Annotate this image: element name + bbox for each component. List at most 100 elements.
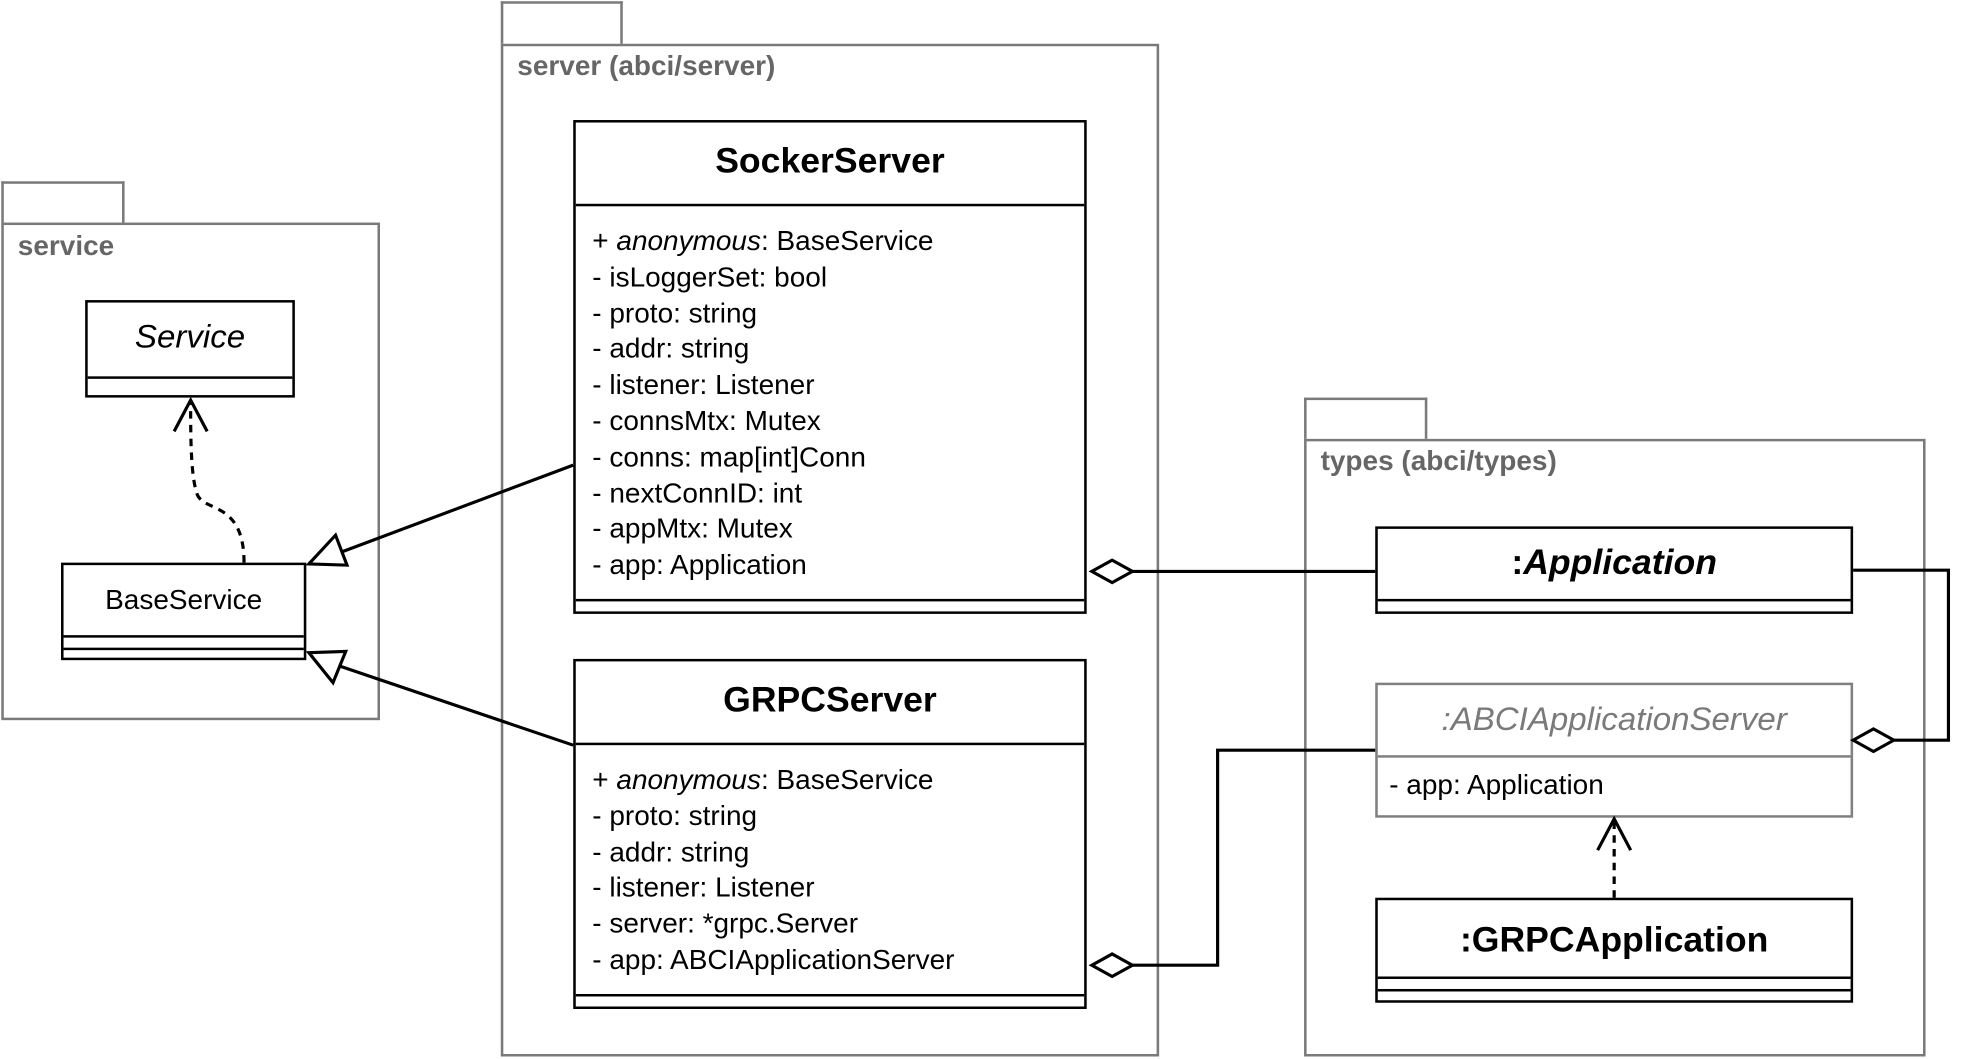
attribute-row: - appMtx: Mutex <box>592 512 933 548</box>
attribute-visibility: - <box>592 943 610 976</box>
attribute-row: + anonymous: BaseService <box>592 224 933 260</box>
class-separator <box>575 993 1085 997</box>
attribute-visibility: - <box>592 333 610 365</box>
class-name-abci-application-server: :ABCIApplicationServer <box>1441 700 1787 738</box>
attribute-list-socker-server: + anonymous: BaseService- isLoggerSet: b… <box>592 224 933 584</box>
class-name-grpc-server: GRPCServer <box>723 680 937 719</box>
attribute-visibility: + <box>592 225 617 257</box>
aggregation-line-grpcserver-abciapplicationserver <box>1132 748 1376 967</box>
attribute-name: conns <box>609 441 685 473</box>
attribute-type: : int <box>757 477 803 509</box>
attribute-type: : string <box>673 297 758 329</box>
attribute-row: - app: Application <box>592 548 933 584</box>
attribute-type: : bool <box>758 261 828 293</box>
attribute-name: listener <box>609 871 700 904</box>
attribute-type: : map[int]Conn <box>684 441 866 473</box>
class-socker-server[interactable]: SockerServer + anonymous: BaseService- i… <box>573 120 1087 614</box>
attribute-name: server <box>609 907 688 940</box>
attribute-list-abci-application-server: - app: Application <box>1389 768 1604 804</box>
attribute-visibility: - <box>592 441 610 473</box>
attribute-name: anonymous <box>616 225 761 257</box>
attribute-visibility: - <box>592 513 610 545</box>
aggregation-line-abciapplicationserver-application <box>1853 568 1951 742</box>
attribute-visibility: + <box>592 763 617 796</box>
attribute-row: - proto: string <box>592 296 933 332</box>
class-name-application: :Application <box>1378 543 1851 583</box>
class-separator <box>1377 755 1851 758</box>
attribute-row: + anonymous: BaseService <box>592 763 954 799</box>
hollow-triangle-icon <box>305 649 349 686</box>
attribute-visibility: - <box>592 835 610 868</box>
class-separator <box>575 598 1085 602</box>
class-name-service: Service <box>134 317 246 356</box>
attribute-visibility: - <box>1389 768 1407 801</box>
class-name-application-prefix: : <box>1511 542 1524 582</box>
attribute-type: : *grpc.Server <box>687 907 859 940</box>
class-grpc-server[interactable]: GRPCServer + anonymous: BaseService- pro… <box>573 658 1087 1009</box>
class-separator <box>1377 976 1851 979</box>
attribute-row: - conns: map[int]Conn <box>592 440 933 476</box>
attribute-type: : Application <box>656 549 807 581</box>
attribute-name: proto <box>609 799 674 832</box>
attribute-name: connsMtx <box>609 405 730 437</box>
class-separator <box>575 203 1085 207</box>
attribute-type: : string <box>665 333 750 365</box>
open-arrowhead-icon <box>1596 815 1633 851</box>
attribute-type: : string <box>673 799 758 832</box>
attribute-name: nextConnID <box>609 477 758 509</box>
attribute-row: - server: *grpc.Server <box>592 907 954 943</box>
attribute-name: listener <box>609 369 700 401</box>
class-grpc-application[interactable]: :GRPCApplication <box>1375 897 1854 1003</box>
class-application[interactable]: :Application <box>1375 526 1854 614</box>
class-name-base-service: BaseService <box>105 583 263 616</box>
class-name-grpc-application: :GRPCApplication <box>1459 920 1769 959</box>
hollow-diamond-icon <box>1849 727 1898 754</box>
package-tab-server <box>500 1 623 46</box>
attribute-visibility: - <box>592 369 610 401</box>
package-tab-service <box>1 181 125 224</box>
attribute-row: - connsMtx: Mutex <box>592 404 933 440</box>
attribute-row: - listener: Listener <box>592 368 933 404</box>
attribute-type: : Mutex <box>729 405 821 437</box>
class-separator <box>63 635 304 638</box>
attribute-row: - app: Application <box>1389 768 1604 804</box>
class-abci-application-server[interactable]: :ABCIApplicationServer - app: Applicatio… <box>1375 682 1854 818</box>
attribute-row: - proto: string <box>592 799 954 835</box>
hollow-diamond-icon <box>1088 952 1136 979</box>
attribute-visibility: - <box>592 297 610 329</box>
attribute-row: - addr: string <box>592 835 954 871</box>
hollow-diamond-icon <box>1088 558 1136 585</box>
class-service[interactable]: Service <box>85 300 295 398</box>
attribute-name: proto <box>609 297 674 329</box>
attribute-visibility: - <box>592 907 610 940</box>
realization-line-baseservice-service <box>189 402 246 563</box>
attribute-visibility: - <box>592 549 610 581</box>
attribute-row: - nextConnID: int <box>592 476 933 512</box>
attribute-type: : ABCIApplicationServer <box>656 943 955 976</box>
generalization-line-grpcserver-baseservice <box>340 664 574 747</box>
package-label-server: server (abci/server) <box>517 50 776 82</box>
class-separator <box>575 742 1085 746</box>
attribute-name: app <box>1406 768 1453 801</box>
attribute-visibility: - <box>592 799 610 832</box>
attribute-visibility: - <box>592 871 610 904</box>
hollow-triangle-icon <box>305 532 350 567</box>
class-separator <box>87 376 293 379</box>
attribute-type: : string <box>665 835 750 868</box>
class-separator <box>63 647 304 651</box>
attribute-type: : BaseService <box>760 225 934 257</box>
class-name-socker-server: SockerServer <box>715 141 945 181</box>
attribute-type: : Mutex <box>701 513 793 545</box>
generalization-line-sockerserver-baseservice <box>342 463 574 553</box>
attribute-visibility: - <box>592 477 610 509</box>
attribute-name: app <box>609 549 657 581</box>
attribute-name: anonymous <box>616 763 761 796</box>
attribute-row: - listener: Listener <box>592 871 954 907</box>
attribute-row: - isLoggerSet: bool <box>592 260 933 296</box>
class-base-service[interactable]: BaseService <box>61 562 307 661</box>
attribute-name: addr <box>609 835 666 868</box>
package-label-types: types (abci/types) <box>1320 445 1557 477</box>
